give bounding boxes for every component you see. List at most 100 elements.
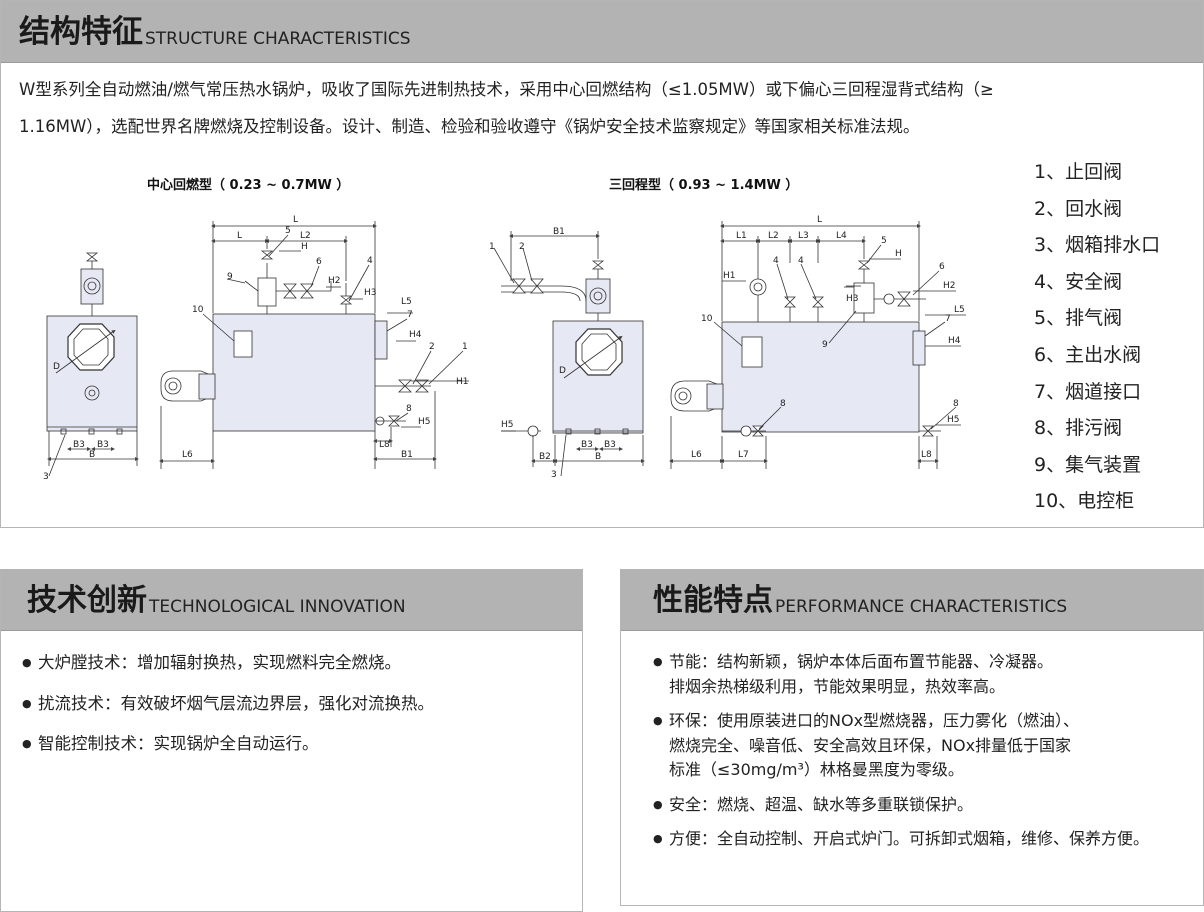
dim-h4-left: H4: [409, 330, 422, 340]
structure-header: 结构特征 STRUCTURE CHARACTERISTICS: [1, 1, 1203, 63]
dim-l5-right: L5: [954, 305, 965, 315]
dim-h5-right: H5: [947, 415, 960, 425]
dim-d-right: D: [559, 366, 566, 376]
structure-description: W型系列全自动燃油/燃气常压热水锅炉，吸收了国际先进制热技术，采用中心回燃结构（…: [19, 71, 1189, 145]
num-5-left: 5: [285, 226, 291, 236]
num-1-left: 1: [462, 342, 468, 352]
legend-item: 10、电控柜: [1034, 490, 1135, 513]
dim-h-right: H: [895, 249, 902, 259]
right-front-view: [493, 231, 645, 477]
dim-l8-right: L8: [921, 450, 932, 460]
num-6-right: 6: [939, 262, 945, 272]
right-side-view: [669, 221, 966, 469]
environment-line-2: 燃烧完全、噪音低、安全高效且环保，NOx排量低于国家: [669, 735, 1072, 755]
legend-item: 9、集气装置: [1034, 453, 1142, 476]
num-5-right: 5: [881, 236, 887, 246]
num-10-left: 10: [192, 305, 204, 315]
num-8-right-a: 8: [780, 399, 786, 409]
dim-h2-right: H2: [943, 281, 956, 291]
dim-l1-right: L1: [736, 231, 747, 241]
legend-item: 2、回水阀: [1034, 197, 1123, 220]
diagram-left-label: 中心回燃型（ 0.23 ~ 0.7MW ）: [147, 178, 350, 193]
num-6-left: 6: [316, 257, 322, 267]
dim-h5-right-a: H5: [501, 420, 514, 430]
num-10-right: 10: [701, 314, 713, 324]
list-item-energy: 节能：结构新颖，锅炉本体后面布置节能器、冷凝器。 排烟余热梯级利用，节能效果明显…: [653, 650, 1201, 699]
description-line-2: 1.16MW），选配世界名牌燃烧及控制设备。设计、制造、检验和验收遵守《锅炉安全…: [19, 117, 920, 136]
dim-h1-left: H1: [456, 377, 469, 387]
list-item-environment: 环保：使用原装进口的NOx型燃烧器，压力雾化（燃油）、 燃烧完全、噪音低、安全高…: [653, 709, 1201, 783]
dim-h-left: H: [301, 242, 308, 252]
perf-panel: 性能特点 PERFORMANCE CHARACTERISTICS 节能：结构新颖…: [620, 569, 1204, 906]
legend-item: 7、烟道接口: [1034, 380, 1142, 403]
environment-line-3: 标准（≤30mg/m³）林格曼黑度为零级。: [669, 760, 964, 779]
dim-l2-right: L2: [768, 231, 779, 241]
list-item-safety: 安全：燃烧、超温、缺水等多重联锁保护。: [653, 793, 1201, 818]
num-9-left: 9: [227, 272, 233, 282]
perf-title-zh: 性能特点: [653, 583, 773, 618]
legend-item: 3、烟箱排水口: [1034, 234, 1161, 257]
num-7-left: 7: [407, 310, 413, 320]
legend-item: 4、安全阀: [1034, 270, 1123, 293]
dim-b3-left-a: B3: [73, 440, 85, 450]
left-side-view: [159, 221, 469, 469]
list-item: 扰流技术：有效破坏烟气层流边界层，强化对流换热。: [22, 692, 572, 717]
num-3-right: 3: [551, 470, 557, 480]
tech-list: 大炉膛技术：增加辐射换热，实现燃料完全燃烧。 扰流技术：有效破坏烟气层流边界层，…: [22, 651, 572, 757]
dim-h4-right: H4: [948, 336, 961, 346]
list-item: 智能控制技术：实现锅炉全自动运行。: [22, 732, 572, 757]
description-line-1: W型系列全自动燃油/燃气常压热水锅炉，吸收了国际先进制热技术，采用中心回燃结构（…: [19, 80, 994, 99]
perf-title-en: PERFORMANCE CHARACTERISTICS: [775, 597, 1068, 617]
num-1-right: 1: [489, 242, 495, 252]
dim-b3-left-b: B3: [97, 440, 109, 450]
energy-line-2: 排烟余热梯级利用，节能效果明显，热效率高。: [669, 676, 1006, 696]
dim-d-left: D: [53, 362, 60, 372]
dim-b1-left: B1: [401, 450, 413, 460]
dim-l6-left: L6: [182, 450, 193, 460]
dim-b1-right-top: B1: [553, 227, 565, 237]
num-2-right: 2: [519, 242, 525, 252]
energy-line-1: 节能：结构新颖，锅炉本体后面布置节能器、冷凝器。: [669, 652, 1054, 671]
perf-list: 节能：结构新颖，锅炉本体后面布置节能器、冷凝器。 排烟余热梯级利用，节能效果明显…: [653, 650, 1201, 852]
dim-h5-left: H5: [418, 417, 431, 427]
num-8-right-b: 8: [953, 399, 959, 409]
dim-b-right: B: [595, 452, 601, 462]
legend-item: 5、排气阀: [1034, 307, 1123, 330]
dim-b3-right-b: B3: [604, 440, 616, 450]
tech-title-zh: 技术创新: [27, 583, 147, 618]
num-8-left: 8: [406, 404, 412, 414]
legend-item: 1、止回阀: [1034, 161, 1123, 183]
num-4-right-a: 4: [773, 256, 779, 266]
tech-header: 技术创新 TECHNOLOGICAL INNOVATION: [1, 570, 582, 631]
dim-b2-right: B2: [539, 452, 551, 462]
dim-h3-right: H3: [846, 294, 859, 304]
num-4-left: 4: [367, 256, 373, 266]
dim-h1-right: H1: [723, 271, 736, 281]
dim-b-left: B: [89, 450, 95, 460]
diagram-right-label: 三回程型（ 0.93 ~ 1.4MW ）: [609, 178, 799, 193]
list-item: 大炉膛技术：增加辐射换热，实现燃料完全燃烧。: [22, 651, 572, 676]
num-9-right: 9: [822, 340, 828, 350]
dim-l4-right: L4: [836, 231, 847, 241]
dim-l-left: L: [293, 215, 298, 225]
num-2-left: 2: [429, 342, 435, 352]
dim-l8-left: L8: [379, 440, 390, 450]
structure-panel: 结构特征 STRUCTURE CHARACTERISTICS W型系列全自动燃油…: [0, 0, 1204, 528]
boiler-diagrams: D B3 B3 B 3: [43, 215, 966, 482]
dim-l2-left: L2: [300, 231, 311, 241]
component-legend: 1、止回阀 2、回水阀 3、烟箱排水口 4、安全阀 5、排气阀 6、主出水阀 7…: [1034, 159, 1160, 525]
tech-title-en: TECHNOLOGICAL INNOVATION: [149, 597, 406, 617]
structure-title-zh: 结构特征: [19, 14, 143, 50]
list-item-convenience: 方便：全自动控制、开启式炉门。可拆卸式烟箱，维修、保养方便。: [653, 827, 1201, 852]
dim-l7-right: L7: [738, 450, 749, 460]
legend-item: 8、排污阀: [1034, 417, 1123, 440]
tech-panel: 技术创新 TECHNOLOGICAL INNOVATION 大炉膛技术：增加辐射…: [0, 569, 583, 912]
left-front-view: [46, 252, 139, 477]
dim-l-left-sub: L: [237, 231, 242, 241]
dim-h2-left: H2: [328, 276, 341, 286]
dim-b3-right-a: B3: [581, 440, 593, 450]
legend-item: 6、主出水阀: [1034, 343, 1142, 366]
dim-l3-right: L3: [798, 231, 809, 241]
dim-l5-left: L5: [401, 297, 412, 307]
structure-title-en: STRUCTURE CHARACTERISTICS: [145, 29, 411, 49]
